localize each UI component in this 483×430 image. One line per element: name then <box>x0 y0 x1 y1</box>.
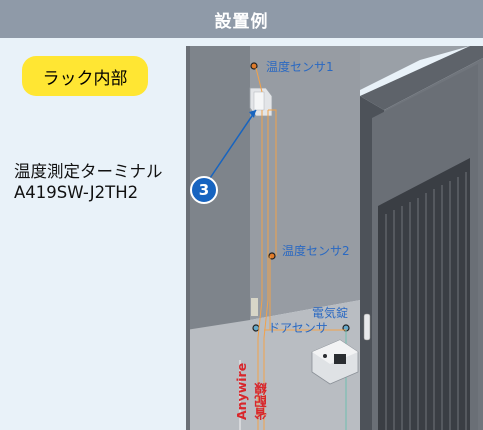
label-temp-sensor-1: 温度センサ1 <box>266 60 334 74</box>
label-door-sensor: ドアセンサ <box>268 321 328 335</box>
label-electric-lock: 電気錠 <box>312 306 349 320</box>
label-power-saving-cable: 省配線 <box>254 382 269 421</box>
section-badge-label: ラック内部 <box>42 68 128 89</box>
rack-left-edge <box>186 46 190 430</box>
cable-bracket <box>251 298 258 316</box>
marker-pointer-line <box>205 109 257 185</box>
rack-inner-left <box>186 46 250 340</box>
terminal-name-line1: 温度測定ターミナル <box>14 162 163 181</box>
wiring <box>239 67 347 430</box>
label-temp-sensor-2: 温度センサ2 <box>282 244 350 258</box>
step-marker-number: 3 <box>198 181 210 199</box>
rack-floor <box>186 300 360 430</box>
terminal-name: 温度測定ターミナル A419SW-J2TH2 <box>14 161 163 203</box>
door-vent-grille <box>378 158 470 430</box>
door-sensor-dot <box>252 324 260 332</box>
page-title: 設置例 <box>214 11 269 32</box>
step-marker: 3 <box>190 176 218 204</box>
terminal-device <box>249 87 273 117</box>
marker-pointer-arrow <box>249 110 256 118</box>
temp-sensor-1-dot <box>250 62 258 70</box>
electric-lock-device <box>311 339 359 385</box>
rack-inner-back <box>250 46 360 320</box>
section-badge: ラック内部 <box>22 56 148 96</box>
door-top <box>360 46 483 110</box>
title-bar: 設置例 <box>0 0 483 38</box>
terminal-name-line2: A419SW-J2TH2 <box>14 183 139 202</box>
label-anywire-cable: Anywire <box>234 362 249 420</box>
door-handle <box>363 313 371 341</box>
